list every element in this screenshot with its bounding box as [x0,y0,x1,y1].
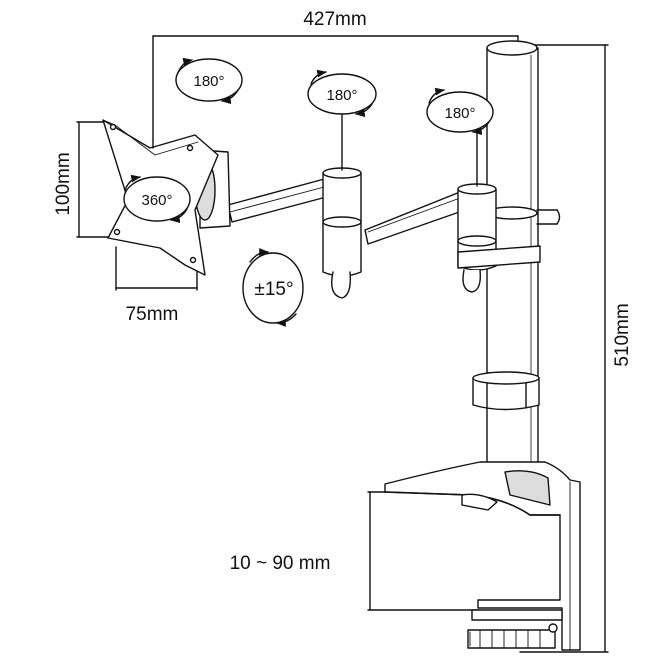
label-rotation-plate: 360° [141,192,172,209]
rotation-ring-plate [123,174,191,224]
arm-segment-rear [364,191,466,245]
rotation-ring-pole [426,87,494,136]
rotation-ring-vesa-top [175,57,243,105]
label-rotation-vesa: 180° [193,73,224,90]
label-rotation-elbow: 180° [326,87,357,104]
rotation-ring-elbow [307,69,377,118]
desk-clamp [384,461,581,651]
label-rotation-pole: 180° [444,105,475,122]
arm-segment-front [227,177,331,223]
dimension-clamp-line [367,491,479,611]
dimension-100-line [76,121,109,238]
label-75mm: 75mm [126,304,179,325]
elbow-joint [322,107,362,299]
label-tilt: ±15° [254,279,293,300]
tilt-indicator [242,248,304,327]
dimension-510-line [519,44,609,653]
dimension-427-line [152,35,519,141]
label-510mm: 510mm [612,303,633,366]
label-100mm: 100mm [53,152,74,215]
label-clamp-range: 10 ~ 90 mm [230,553,331,574]
cable-collar [472,371,540,411]
label-427mm: 427mm [303,9,366,30]
